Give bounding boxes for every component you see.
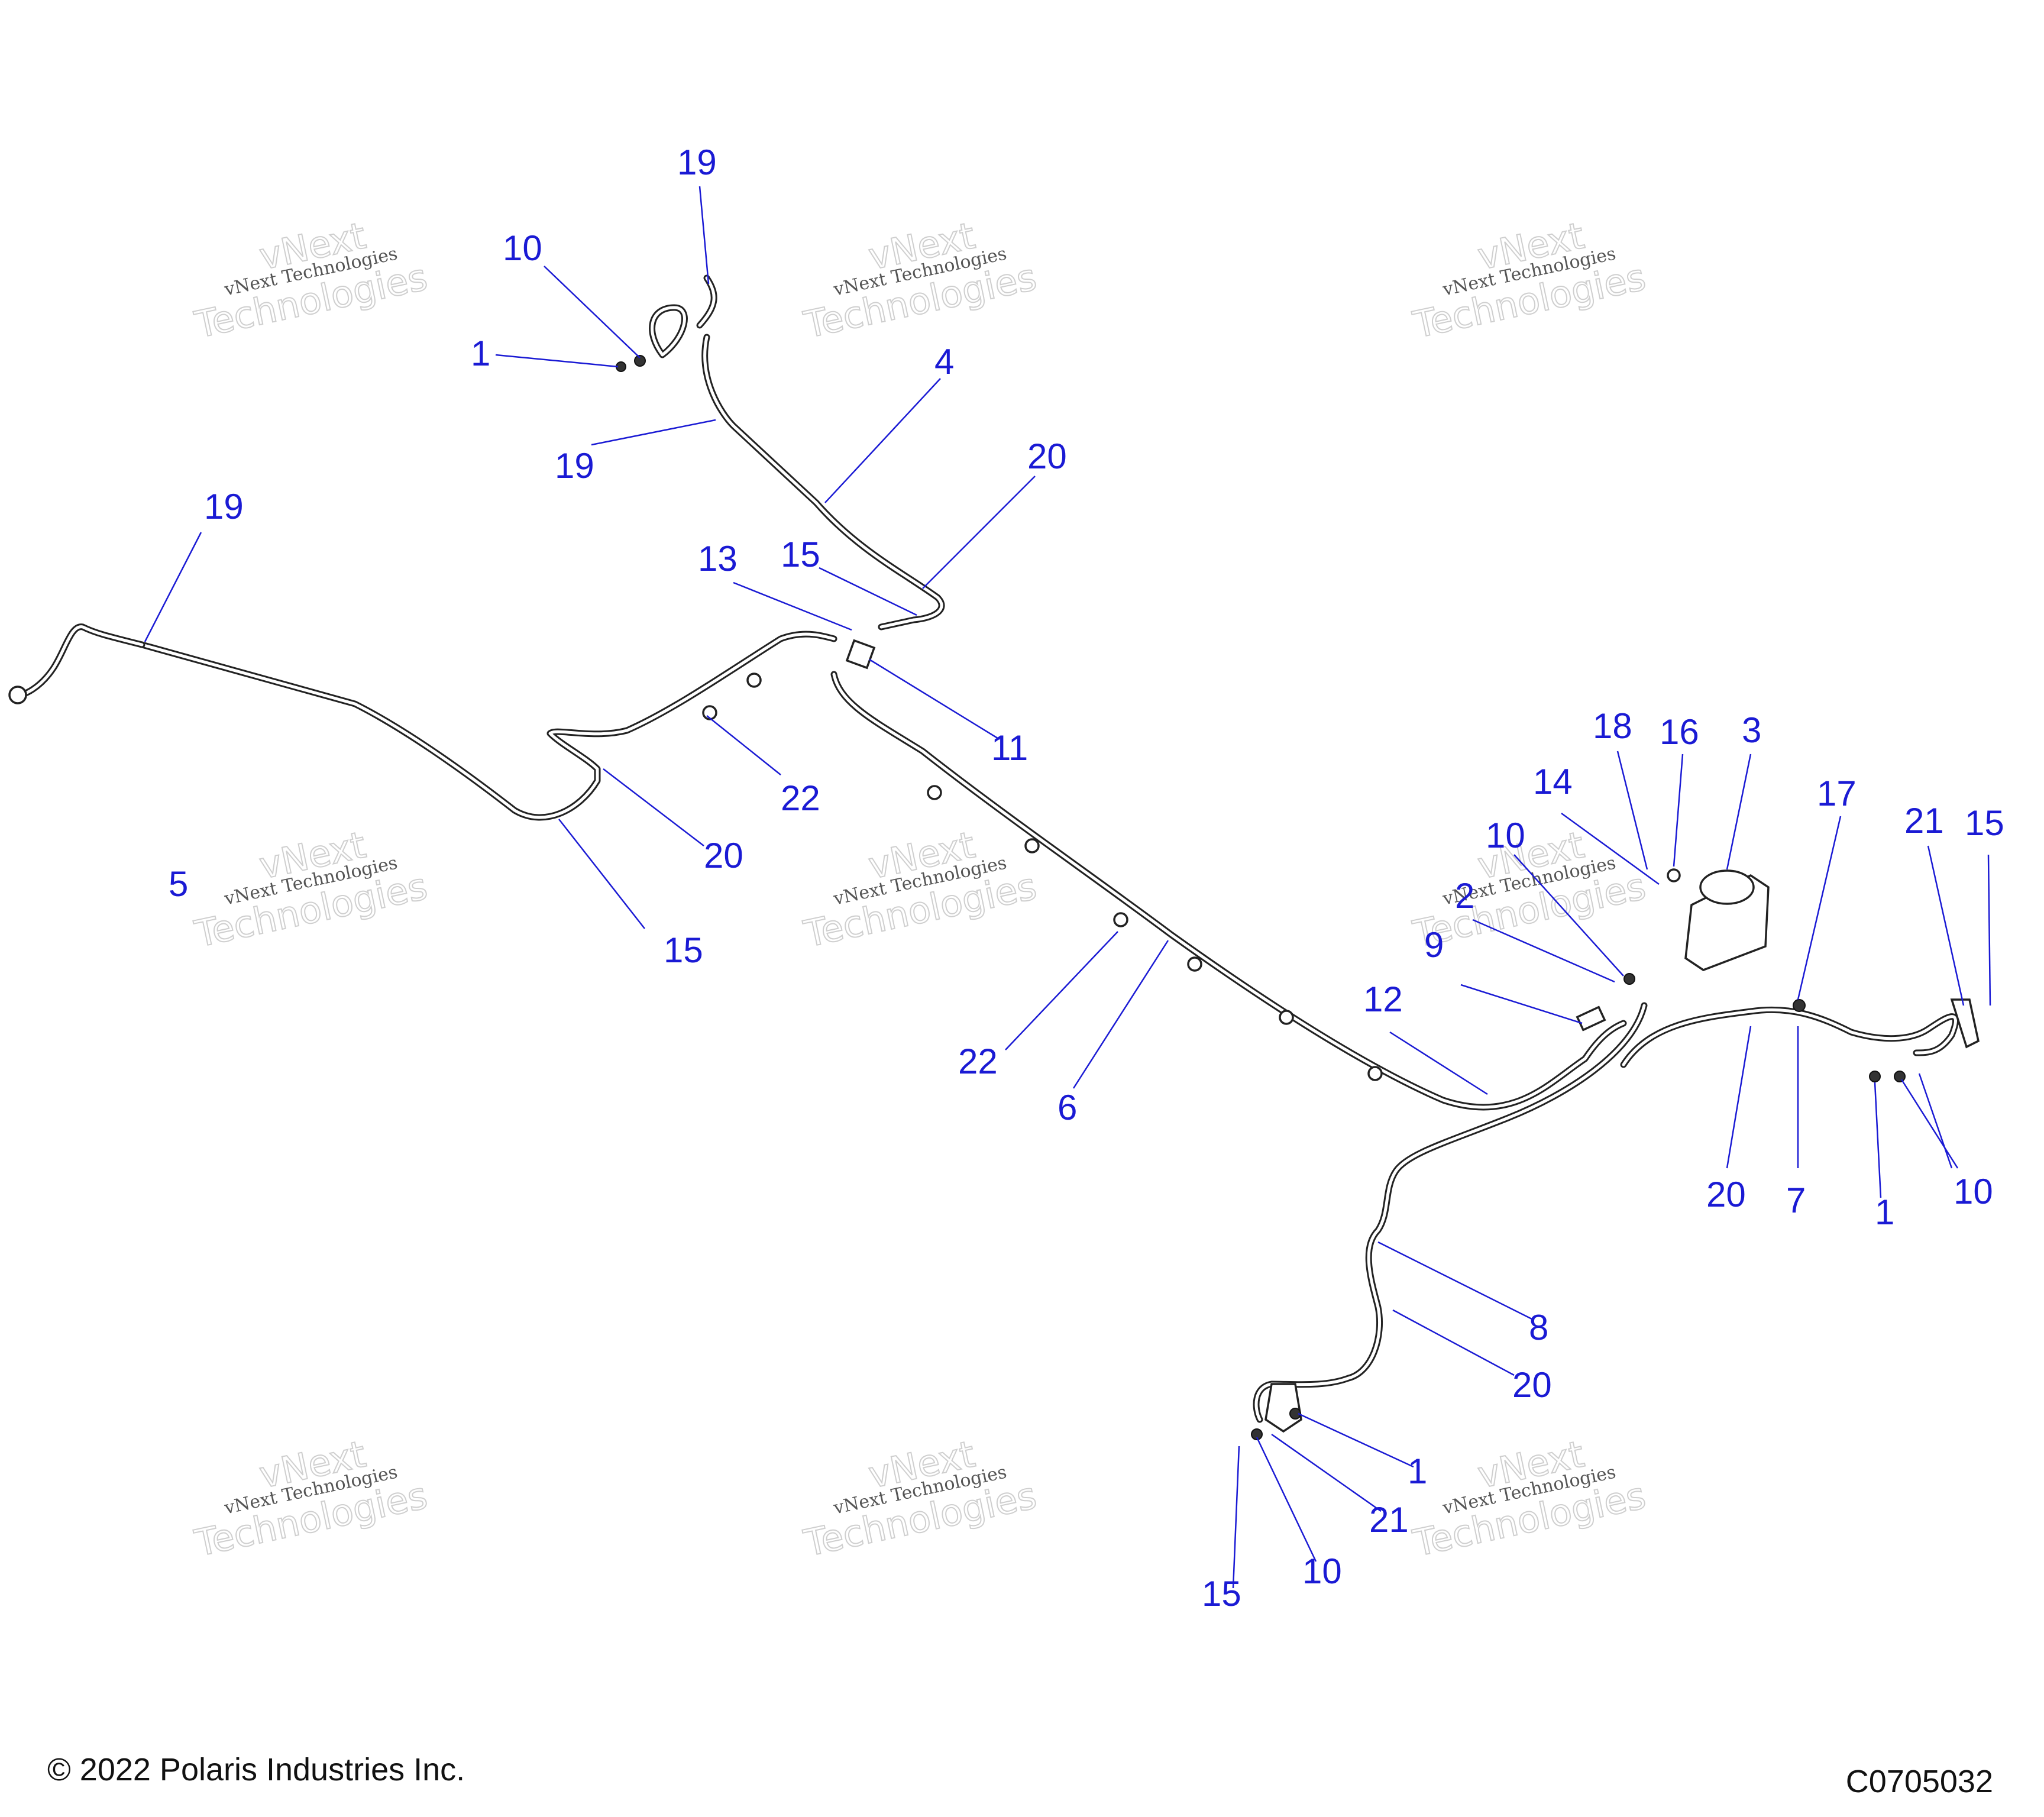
callout-1: 1 (1875, 1192, 1894, 1232)
bleeder-fitting (927, 785, 942, 800)
callout-15: 15 (664, 930, 703, 970)
watermark: vNext vNext Technologies Technologies (190, 213, 432, 347)
callout-10: 10 (1302, 1551, 1342, 1591)
callout-9: 9 (1424, 925, 1444, 965)
callout-10: 10 (1954, 1172, 1993, 1211)
callout-20: 20 (704, 836, 743, 875)
watermark: vNext vNext Technologies Technologies (190, 822, 432, 956)
brake-line-7 (1620, 1006, 1959, 1068)
callout-11: 11 (991, 728, 1028, 768)
seal (1793, 999, 1806, 1012)
callout-12: 12 (1363, 979, 1403, 1019)
bleeder-fitting (1187, 956, 1202, 972)
callout-20: 20 (1512, 1365, 1552, 1405)
bleeder-fitting (702, 705, 717, 720)
watermark: vNext vNext Technologies Technologies (1409, 1431, 1650, 1565)
bleeder-fitting (1024, 838, 1040, 853)
callout-20: 20 (1706, 1175, 1746, 1214)
switch (1667, 868, 1681, 882)
callout-18: 18 (1593, 706, 1632, 746)
callout-15: 15 (781, 535, 820, 574)
watermark: vNext vNext Technologies Technologies (1409, 213, 1650, 347)
callout-1: 1 (1408, 1451, 1427, 1491)
watermark: vNext vNext Technologies Technologies (800, 213, 1041, 347)
watermark: vNext vNext Technologies Technologies (800, 1431, 1041, 1565)
brake-line-5 (8, 623, 837, 821)
callout-19: 19 (204, 487, 244, 526)
callout-16: 16 (1660, 712, 1699, 752)
callout-4: 4 (934, 342, 954, 381)
callout-19: 19 (555, 446, 594, 486)
callout-17: 17 (1817, 774, 1857, 813)
callout-5: 5 (169, 864, 188, 904)
callout-14: 14 (1533, 762, 1573, 801)
callout-19: 19 (677, 143, 717, 182)
junction-block (845, 639, 876, 670)
callout-2: 2 (1455, 876, 1474, 916)
bolt-head (1869, 1071, 1881, 1082)
callout-13: 13 (698, 539, 738, 578)
bleeder-fitting (1367, 1066, 1383, 1081)
callout-10: 10 (1486, 816, 1525, 855)
master-cylinder-reservoir (1699, 869, 1755, 905)
bleeder-fitting (746, 673, 762, 688)
brake-line-8 (1253, 1002, 1648, 1423)
watermark: vNext vNext Technologies Technologies (190, 1431, 432, 1565)
bleeder-fitting (1279, 1010, 1294, 1025)
callout-21: 21 (1369, 1500, 1409, 1540)
callout-15: 15 (1202, 1574, 1241, 1614)
callout-10: 10 (503, 228, 542, 268)
bracket-right (1950, 998, 1980, 1049)
brake-lines (8, 274, 1959, 1423)
brake-line-4 (649, 274, 945, 631)
watermark: vNext vNext Technologies Technologies (800, 822, 1041, 956)
master-cylinder (1684, 874, 1770, 971)
callout-20: 20 (1027, 437, 1067, 476)
callout-22: 22 (781, 778, 820, 818)
washer (1251, 1428, 1263, 1440)
callout-3: 3 (1742, 710, 1761, 750)
callout-21: 21 (1904, 801, 1944, 840)
callout-labels: 19 10 1 19 4 20 19 5 13 15 11 22 20 15 2… (169, 143, 2004, 1614)
washer (634, 355, 646, 367)
bracket-bottom (1264, 1383, 1302, 1433)
callout-22: 22 (958, 1042, 998, 1081)
callout-7: 7 (1786, 1181, 1806, 1220)
bleeder-fitting (1113, 912, 1128, 927)
drawing-code: C0705032 (1846, 1764, 1993, 1799)
callout-1: 1 (471, 334, 490, 373)
parts (8, 355, 1980, 1440)
washer (1623, 973, 1635, 985)
hose-end-left (8, 686, 27, 704)
banjo-fitting (1576, 1006, 1606, 1032)
callout-8: 8 (1529, 1308, 1548, 1347)
leader-lines (144, 186, 1991, 1589)
callout-15: 15 (1965, 803, 2004, 843)
callout-6: 6 (1057, 1088, 1077, 1127)
copyright-notice: © 2022 Polaris Industries Inc. (47, 1752, 465, 1787)
washer (1894, 1071, 1906, 1082)
bolt-head (1289, 1408, 1301, 1420)
brake-line-6 (830, 671, 1627, 1111)
